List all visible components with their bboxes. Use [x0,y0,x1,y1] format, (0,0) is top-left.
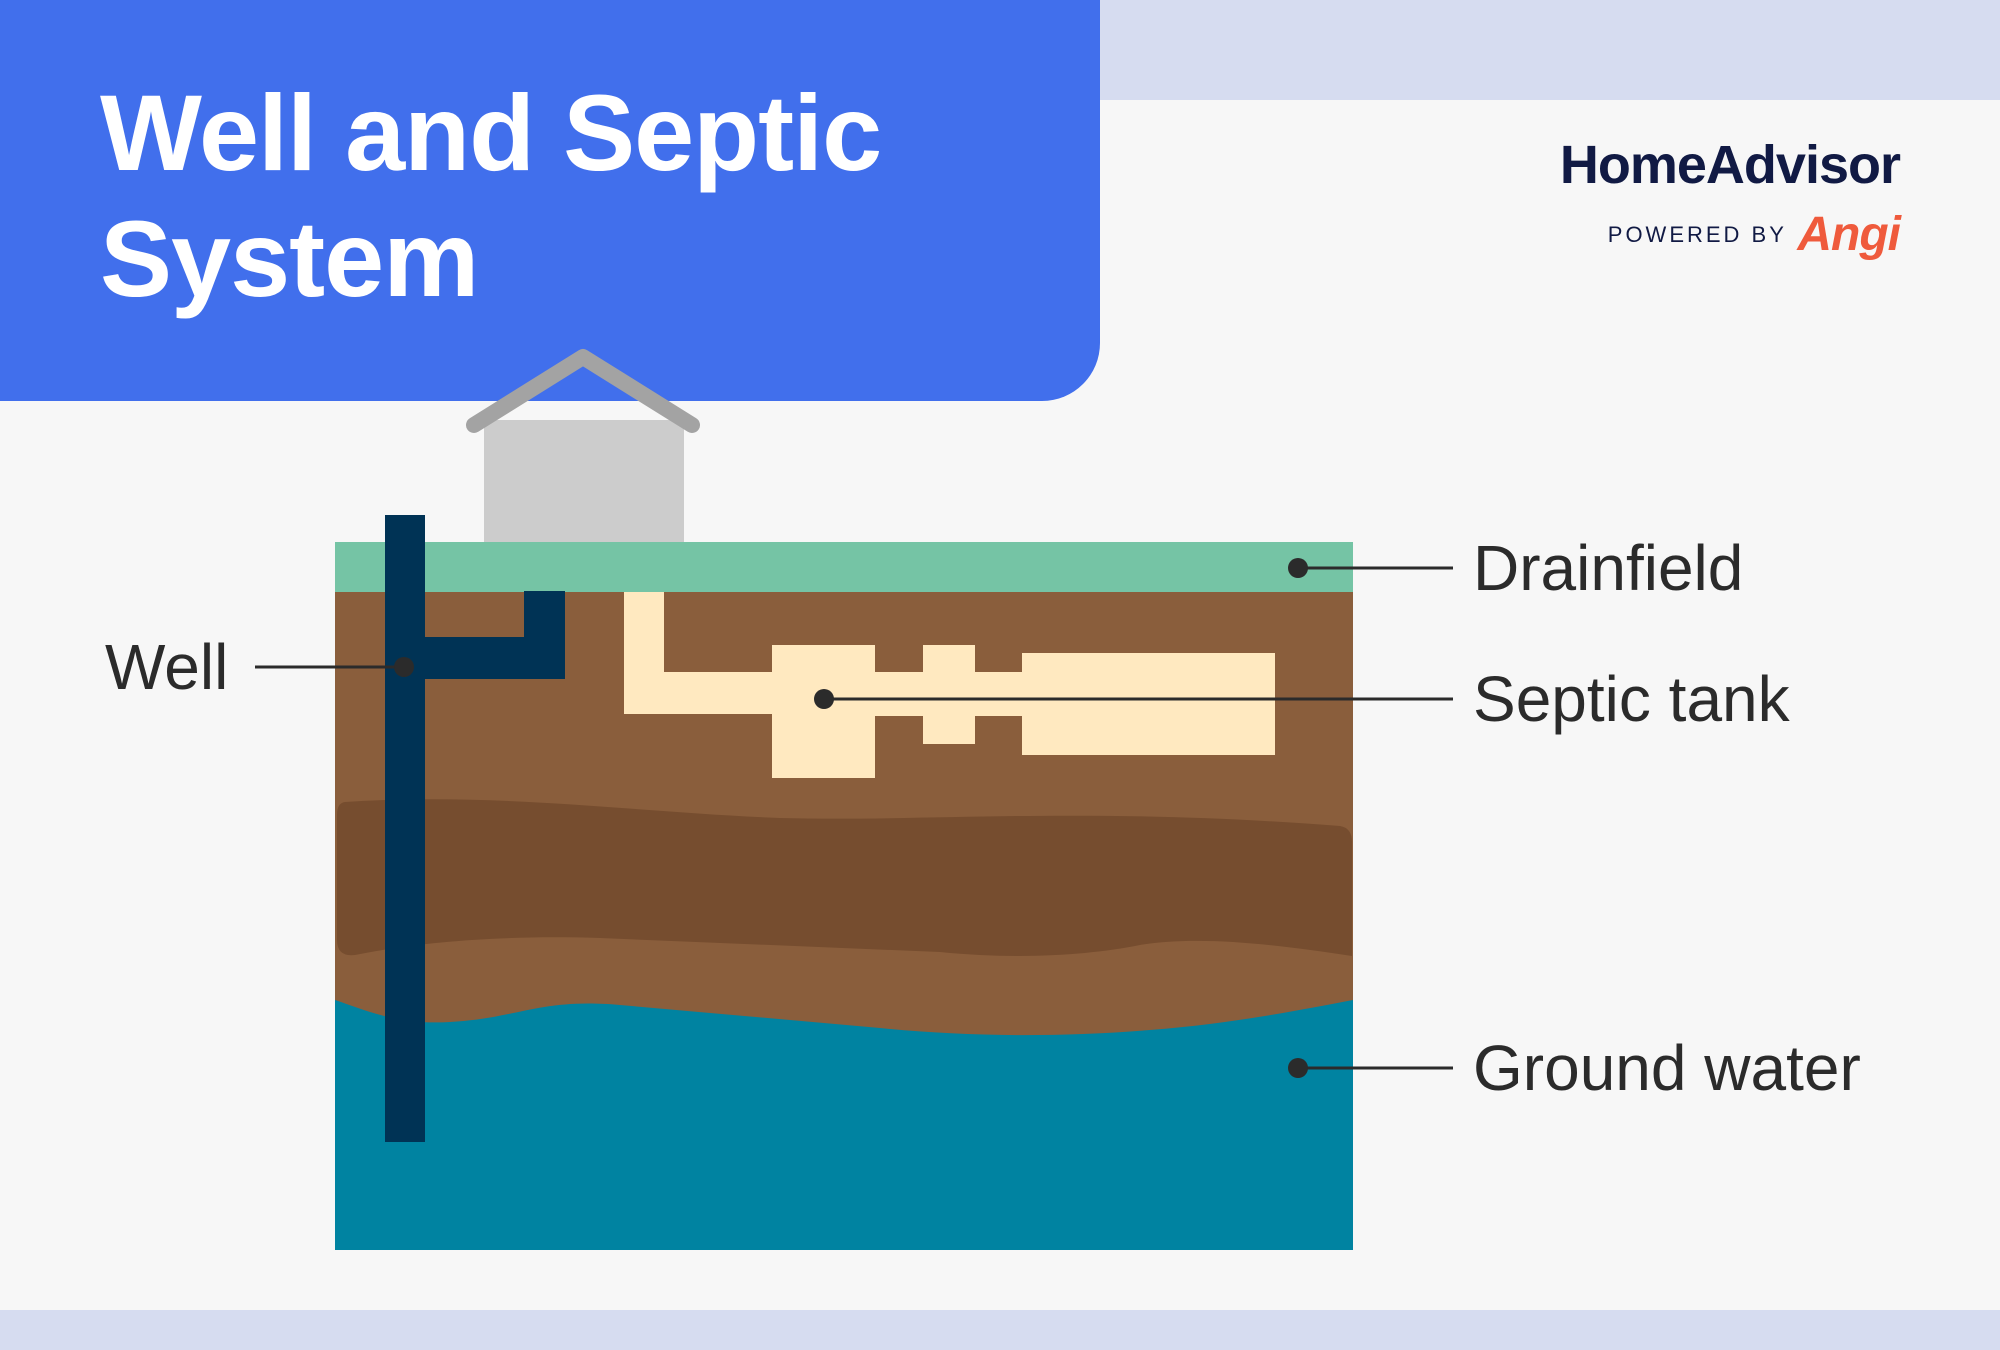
powered-by-text: POWERED BY [1607,222,1787,247]
drainfield-marker-dot [1288,558,1308,578]
drainfield-grass [335,542,1353,592]
brand-subline: POWERED BY Angi [1480,207,1901,263]
homeadvisor-logo: HomeAdvisor POWERED BY Angi [1480,135,1901,263]
page-title: Well and Septic System [100,70,1080,322]
label-ground-water: Ground water [1473,1032,1861,1104]
label-drainfield: Drainfield [1473,532,1744,604]
title-line-2: System [100,198,479,319]
dark-soil-stratum [337,799,1352,956]
well-riser-pipe [524,591,565,679]
septic-tank [624,592,1275,778]
well-pipe [385,515,425,1142]
angi-logo: Angi [1797,208,1901,261]
house-roof [466,349,700,433]
ground-water-marker-dot [1288,1058,1308,1078]
septic-tank-marker-dot [814,689,834,709]
ground-water [335,1000,1353,1250]
bottom-band [0,1310,2000,1350]
well-marker-dot [394,657,414,677]
title-banner: Well and Septic System [0,0,1100,401]
label-well: Well [105,631,229,703]
title-line-1: Well and Septic [100,72,882,193]
house-body [484,420,684,545]
brand-name: HomeAdvisor [1559,135,1901,195]
label-septic-tank: Septic tank [1473,663,1790,735]
